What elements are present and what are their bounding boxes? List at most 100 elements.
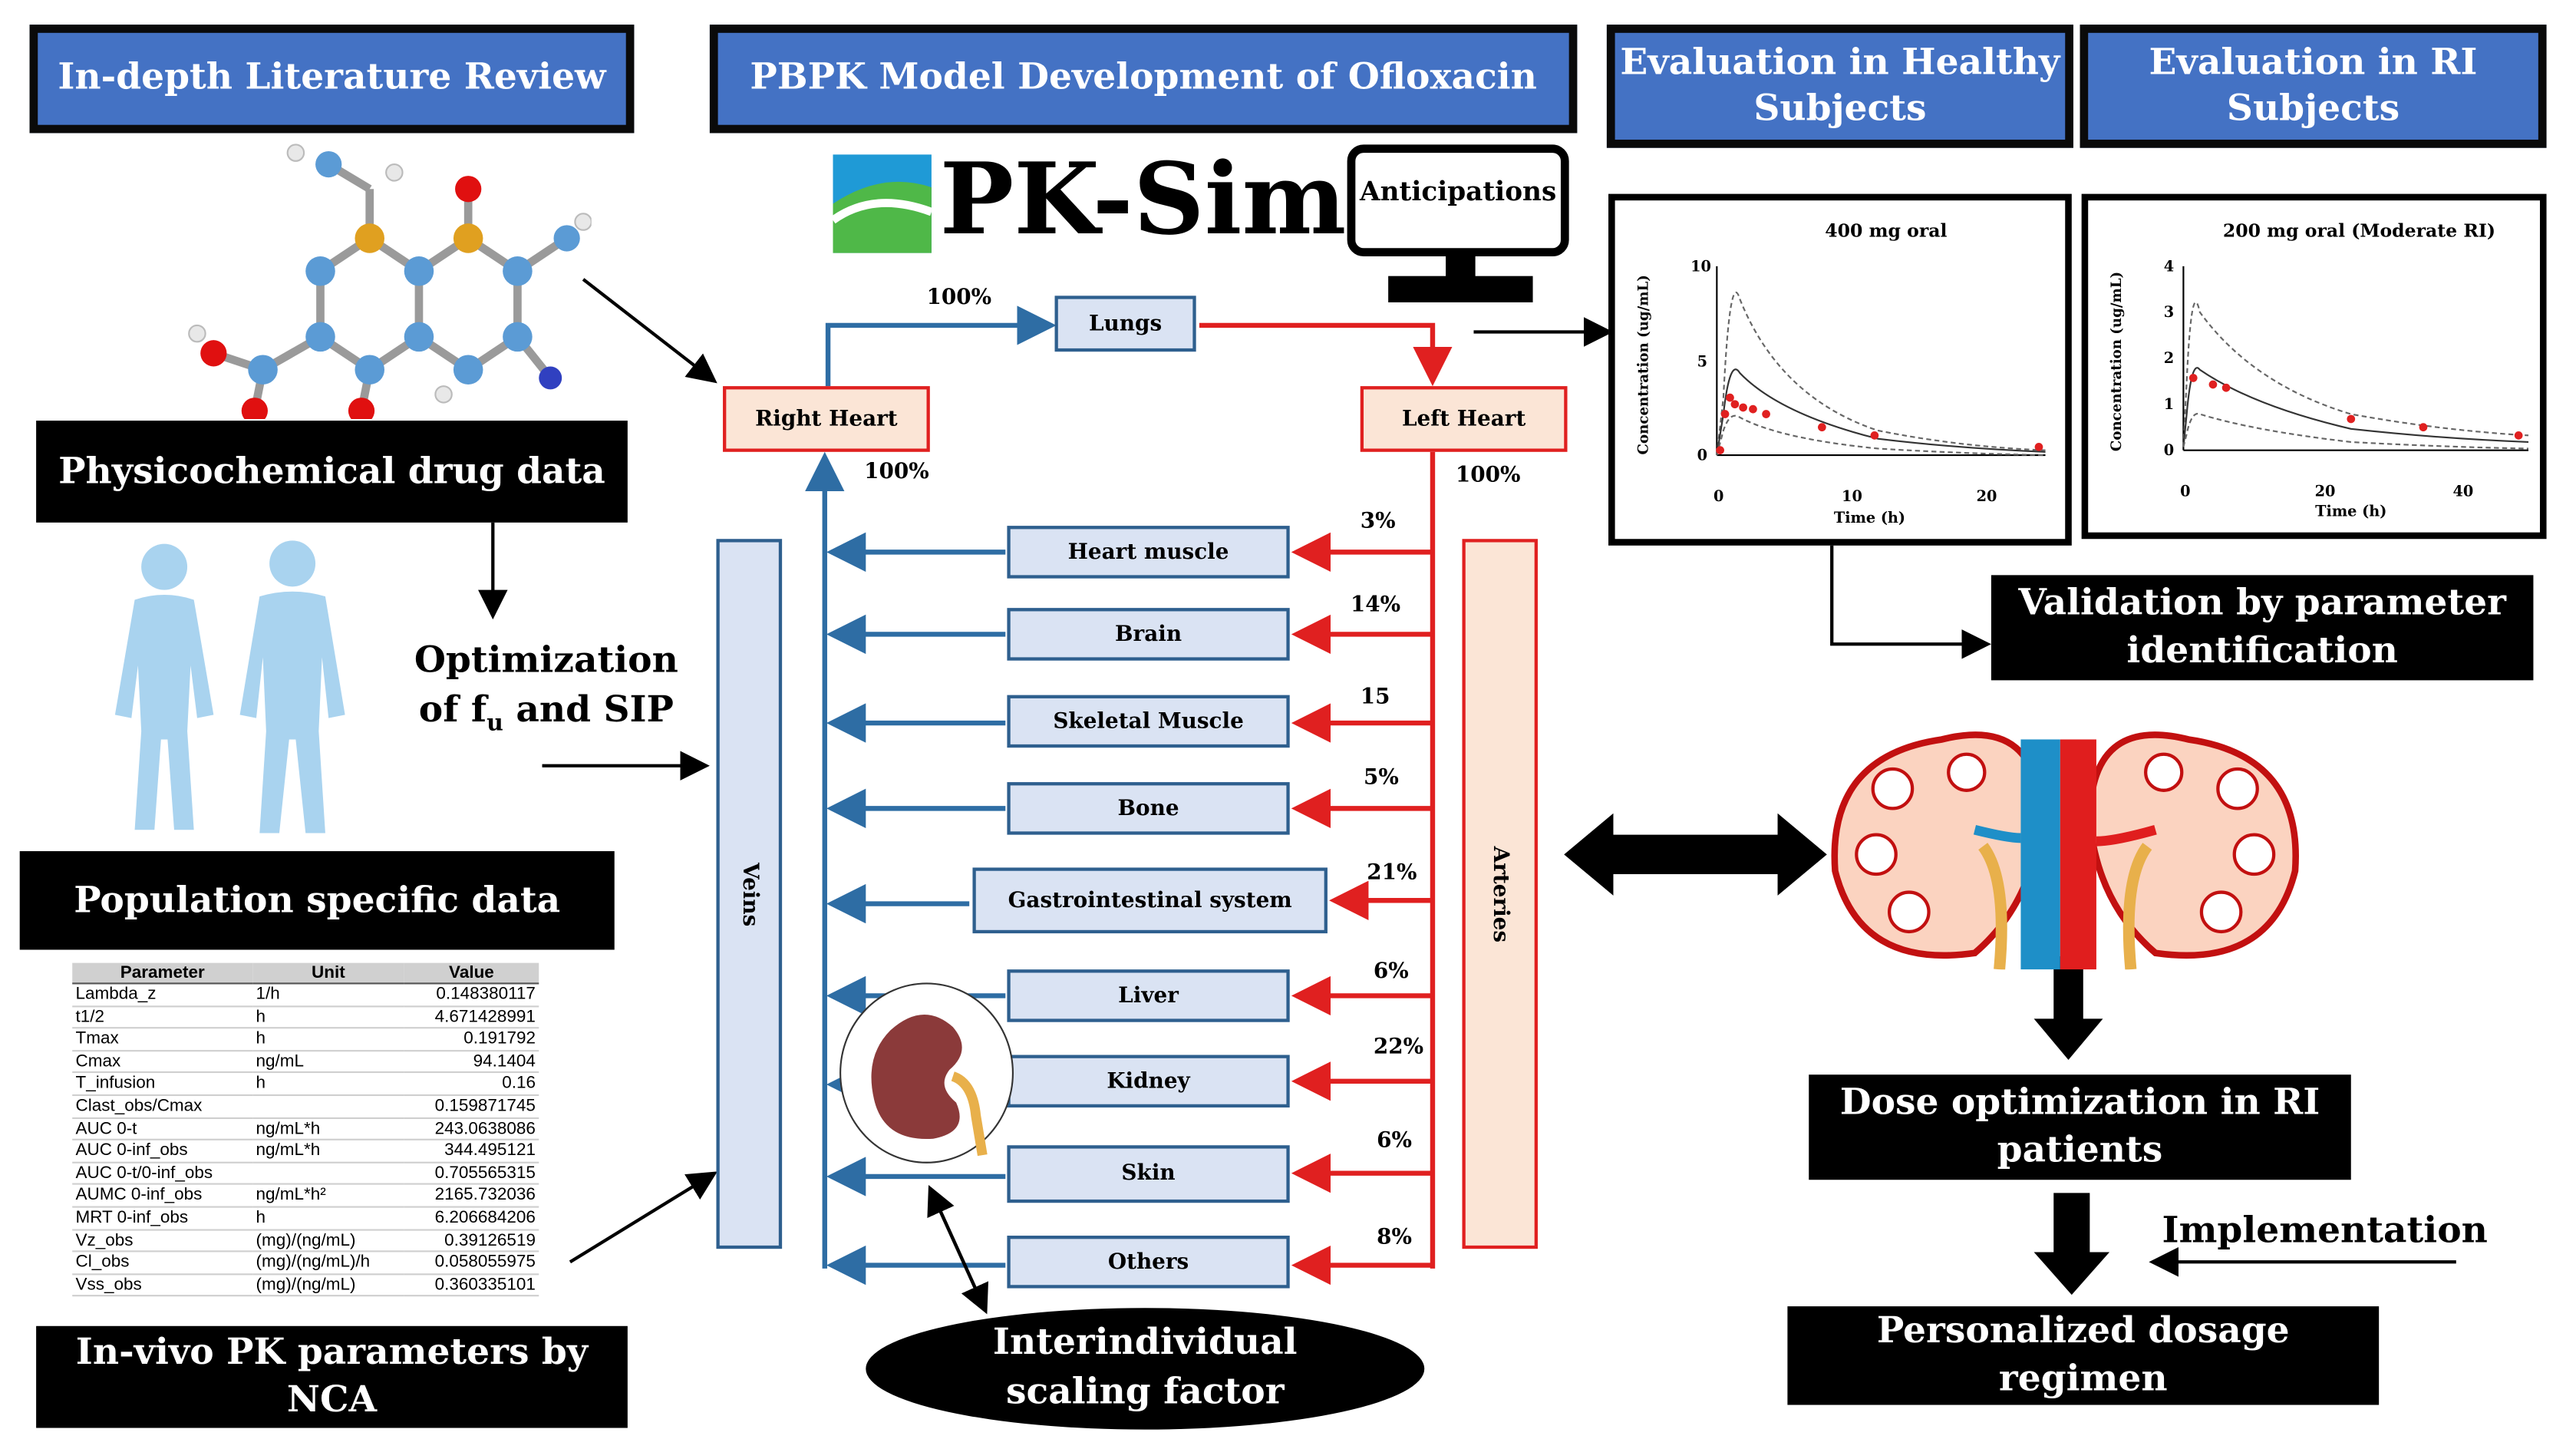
pct-brain: 14% bbox=[1350, 592, 1401, 619]
pk-cell-parameter: Tmax bbox=[72, 1028, 253, 1051]
header-literature-label: In-depth Literature Review bbox=[58, 56, 606, 99]
pk-cell-unit: h bbox=[252, 1206, 404, 1230]
pk-cell-unit: 1/h bbox=[252, 983, 404, 1007]
kidneys-illustration-icon bbox=[1831, 731, 2299, 970]
organ-heart-muscle-label: Heart muscle bbox=[1067, 540, 1229, 565]
kidney-organ-icon bbox=[871, 1015, 988, 1157]
organ-bone-label: Bone bbox=[1117, 796, 1179, 821]
pk-cell-parameter: Lambda_z bbox=[72, 983, 253, 1007]
pk-cell-value: 344.495121 bbox=[404, 1140, 539, 1163]
plot-healthy-observed-points bbox=[1716, 393, 2043, 454]
pk-cell-value: 94.1404 bbox=[404, 1050, 539, 1074]
plot-ri-lower-bound bbox=[2182, 412, 2529, 450]
plot-healthy-ylabel: Concentration (ug/mL) bbox=[1635, 275, 1651, 454]
organ-gastrointestinal-label: Gastrointestinal system bbox=[1008, 888, 1292, 913]
nca-box: In-vivo PK parameters by NCA bbox=[36, 1325, 628, 1428]
pk-col-unit: Unit bbox=[252, 962, 404, 985]
plot-ri-ylabel: Concentration (ug/mL) bbox=[2109, 272, 2125, 451]
pk-cell-unit bbox=[252, 1094, 404, 1119]
plot-healthy-ytick-0: 0 bbox=[1697, 446, 1707, 464]
pct-others: 8% bbox=[1377, 1226, 1412, 1251]
organ-kidney-label: Kidney bbox=[1107, 1068, 1190, 1094]
pct-lungs: 100% bbox=[926, 286, 992, 311]
pct-heart-muscle: 3% bbox=[1360, 509, 1396, 534]
header-ri-label: Evaluation in RI Subjects bbox=[2149, 41, 2478, 130]
pk-cell-unit: h bbox=[252, 1072, 404, 1096]
plot-ri-point bbox=[2347, 414, 2356, 424]
plot-ri-upper-bound bbox=[2182, 302, 2529, 447]
plot-healthy-point bbox=[1818, 423, 1826, 432]
pk-cell-unit: (mg)/(ng/mL) bbox=[252, 1229, 404, 1253]
plot-healthy-point bbox=[2034, 442, 2043, 451]
pk-cell-parameter: Cl_obs bbox=[72, 1251, 253, 1275]
pk-cell-unit: ng/mL*h bbox=[252, 1117, 404, 1141]
personalized-box: Personalized dosage regimen bbox=[1787, 1306, 2380, 1405]
pk-cell-unit: (mg)/(ng/mL)/h bbox=[252, 1251, 404, 1275]
right-heart-label: Right Heart bbox=[755, 406, 898, 432]
physchem-box: Physicochemical drug data bbox=[36, 421, 628, 523]
pk-cell-value: 0.39126519 bbox=[404, 1229, 539, 1253]
plot-healthy-point bbox=[1749, 404, 1757, 414]
plot-healthy: 400 mg oral Concentration (ug/mL) Time (… bbox=[1608, 193, 2072, 546]
pk-cell-parameter: AUC 0-t bbox=[72, 1117, 253, 1141]
monitor-stand bbox=[1446, 256, 1476, 279]
arteries-column: Arteries bbox=[1462, 539, 1538, 1249]
plot-ri-ytick-2: 2 bbox=[2164, 349, 2174, 367]
pk-col-parameter: Parameter bbox=[72, 962, 253, 985]
organ-skin: Skin bbox=[1007, 1145, 1290, 1203]
plot-ri-ytick-3: 3 bbox=[2164, 303, 2174, 321]
plot-healthy-lower-bound bbox=[1716, 414, 2046, 457]
plot-ri-point bbox=[2188, 374, 2198, 382]
pk-cell-unit: ng/mL*h² bbox=[252, 1184, 404, 1208]
organ-brain-label: Brain bbox=[1115, 622, 1182, 647]
pk-sim-logo-text: PK-Sim bbox=[939, 143, 1347, 259]
organ-others-label: Others bbox=[1107, 1249, 1189, 1275]
pct-kidney: 22% bbox=[1373, 1035, 1424, 1060]
header-pbpk: PBPK Model Development of Ofloxacin bbox=[709, 25, 1578, 134]
plot-ri-xtick-40: 40 bbox=[2453, 483, 2474, 500]
organ-others: Others bbox=[1007, 1236, 1290, 1289]
dose-optimization-box: Dose optimization in RI patients bbox=[1809, 1074, 2351, 1180]
left-heart-label: Left Heart bbox=[1401, 406, 1526, 432]
optimization-line1: Optimization bbox=[414, 639, 678, 682]
plot-healthy-median bbox=[1716, 368, 2046, 456]
organ-liver-label: Liver bbox=[1118, 983, 1179, 1008]
organ-liver: Liver bbox=[1007, 969, 1290, 1022]
plot-ri-observed-points bbox=[2188, 374, 2523, 440]
pk-table-row: Vss_obs(mg)/(ng/mL)0.360335101 bbox=[72, 1273, 539, 1297]
pk-cell-value: 0.191792 bbox=[404, 1028, 539, 1051]
organ-gastrointestinal: Gastrointestinal system bbox=[972, 867, 1328, 934]
ofloxacin-molecule-image bbox=[188, 144, 592, 419]
plot-healthy-title: 400 mg oral bbox=[1825, 219, 1947, 241]
plot-healthy-svg: 400 mg oral Concentration (ug/mL) Time (… bbox=[1635, 219, 2046, 526]
pk-cell-parameter: Vss_obs bbox=[72, 1273, 253, 1297]
plot-ri-title: 200 mg oral (Moderate RI) bbox=[2223, 219, 2495, 241]
lungs-box: Lungs bbox=[1054, 295, 1196, 352]
pk-cell-parameter: AUC 0-inf_obs bbox=[72, 1140, 253, 1163]
organ-brain: Brain bbox=[1007, 608, 1290, 661]
personalized-label: Personalized dosage regimen bbox=[1876, 1310, 2290, 1401]
header-ri: Evaluation in RI Subjects bbox=[2080, 25, 2547, 148]
pct-gastrointestinal: 21% bbox=[1367, 860, 1417, 886]
organ-skeletal-muscle: Skeletal Muscle bbox=[1007, 695, 1290, 748]
pct-right-heart: 100% bbox=[864, 460, 929, 485]
nca-label: In-vivo PK parameters by NCA bbox=[75, 1332, 589, 1421]
pk-cell-value: 0.148380117 bbox=[404, 983, 539, 1007]
human-silhouettes-icon bbox=[114, 540, 345, 833]
plot-healthy-xlabel: Time (h) bbox=[1834, 509, 1905, 526]
optimization-text: Optimization of fu and SIP bbox=[411, 638, 681, 740]
plot-ri-point bbox=[2514, 431, 2523, 440]
pk-col-value: Value bbox=[404, 962, 539, 985]
veins-label: Veins bbox=[737, 862, 762, 926]
plot-healthy-point bbox=[1870, 431, 1879, 440]
header-literature-review: In-depth Literature Review bbox=[29, 25, 635, 134]
organ-heart-muscle: Heart muscle bbox=[1007, 526, 1290, 579]
